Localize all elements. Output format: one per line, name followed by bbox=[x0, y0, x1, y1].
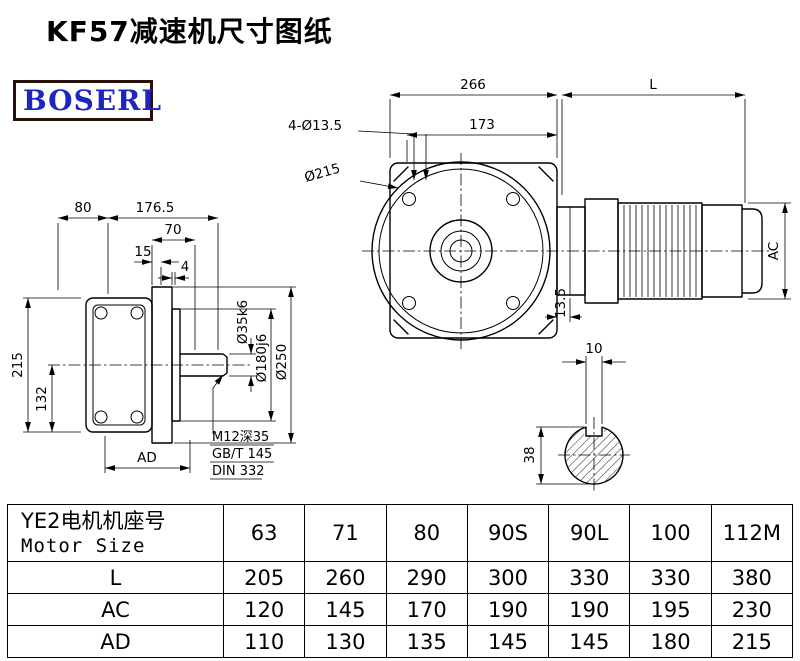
dim-value-cell: 300 bbox=[466, 561, 550, 594]
dim-value-cell: 215 bbox=[710, 625, 794, 658]
dim-value-cell: 180 bbox=[629, 625, 712, 658]
dim-value-cell: 290 bbox=[385, 561, 468, 594]
dim-value-cell: 130 bbox=[304, 625, 387, 658]
dim-value-cell: 145 bbox=[548, 625, 631, 658]
note-m12-label: M12深35 bbox=[212, 430, 269, 445]
table-row-L: L 205 260 290 300 330 330 380 bbox=[7, 561, 794, 594]
bolt-hole bbox=[130, 410, 144, 424]
dim-shaft-dia-label: Ø35k6 bbox=[235, 300, 251, 344]
size-header-cell: 63 bbox=[222, 504, 306, 562]
row-label-cell: AC bbox=[7, 593, 224, 626]
table-row-AC: AC 120 145 170 190 190 195 230 bbox=[7, 593, 794, 626]
dim-value-cell: 145 bbox=[304, 593, 387, 626]
dim-value-cell: 195 bbox=[629, 593, 712, 626]
motor-size-header-cell: YE2电机机座号 Motor Size bbox=[7, 504, 224, 562]
shaft-section-view: 10 38 bbox=[522, 341, 630, 492]
dim-value-cell: 330 bbox=[548, 561, 631, 594]
note-gb-label: GB/T 145 bbox=[212, 447, 272, 462]
dim-value-cell: 190 bbox=[466, 593, 550, 626]
motor-size-header-cn: YE2电机机座号 bbox=[21, 509, 166, 534]
side-view: 80 176.5 70 15 4 215 132 bbox=[10, 200, 296, 480]
front-view: 266 173 L AC 4-Ø13.5 Ø215 bbox=[288, 77, 791, 349]
size-header-cell: 90L bbox=[548, 504, 631, 562]
dim-value-cell: 170 bbox=[385, 593, 468, 626]
dim-13-5-label: 13.5 bbox=[553, 288, 569, 318]
dim-value-cell: 190 bbox=[548, 593, 631, 626]
motor-size-table: YE2电机机座号 Motor Size 63 71 80 90S 90L 100… bbox=[7, 504, 794, 658]
dim-value-cell: 330 bbox=[629, 561, 712, 594]
logo-box: BOSERL bbox=[13, 80, 161, 121]
table-row-AD: AD 110 130 135 145 145 180 215 bbox=[7, 625, 794, 658]
dim-value-cell: 110 bbox=[222, 625, 306, 658]
bolt-hole bbox=[506, 192, 520, 206]
dim-value-cell: 380 bbox=[710, 561, 794, 594]
row-label-cell: L bbox=[7, 561, 224, 594]
dim-266-label: 266 bbox=[460, 77, 486, 93]
dim-flange-dia-side-label: Ø250 bbox=[274, 344, 290, 380]
logo-text: BOSERL bbox=[23, 83, 163, 117]
page-title: KF57减速机尺寸图纸 bbox=[46, 15, 333, 48]
dim-spigot-dia-label: Ø180j6 bbox=[254, 334, 270, 383]
dim-value-cell: 230 bbox=[710, 593, 794, 626]
dim-215-label: 215 bbox=[10, 352, 26, 378]
bolt-hole bbox=[94, 306, 108, 320]
dim-value-cell: 120 bbox=[222, 593, 306, 626]
size-header-cell: 112M bbox=[710, 504, 794, 562]
size-header-cell: 100 bbox=[629, 504, 712, 562]
dim-AD-label: AD bbox=[137, 450, 157, 466]
technical-drawing: 266 173 L AC 4-Ø13.5 Ø215 bbox=[10, 77, 791, 492]
bolt-hole bbox=[94, 410, 108, 424]
note-din-label: DIN 332 bbox=[212, 464, 265, 479]
dim-70-label: 70 bbox=[164, 222, 181, 238]
dim-80-label: 80 bbox=[74, 200, 91, 216]
dim-173-label: 173 bbox=[469, 117, 495, 133]
dim-4-label: 4 bbox=[181, 259, 190, 275]
dim-38-label: 38 bbox=[522, 446, 538, 463]
dim-flange-dia-label: Ø215 bbox=[303, 160, 342, 185]
bolt-hole bbox=[506, 296, 520, 310]
table-header-row: YE2电机机座号 Motor Size 63 71 80 90S 90L 100… bbox=[7, 504, 794, 562]
size-header-cell: 90S bbox=[466, 504, 550, 562]
dim-bolt-holes-label: 4-Ø13.5 bbox=[288, 118, 342, 134]
size-header-cell: 80 bbox=[385, 504, 468, 562]
bolt-hole bbox=[402, 192, 416, 206]
dim-15-label: 15 bbox=[134, 244, 151, 260]
motor-size-header-en: Motor Size bbox=[21, 534, 146, 557]
dim-176-5-label: 176.5 bbox=[136, 200, 175, 216]
dim-AC-label: AC bbox=[766, 242, 782, 260]
bolt-hole bbox=[402, 296, 416, 310]
dim-value-cell: 205 bbox=[222, 561, 306, 594]
dim-L-label: L bbox=[649, 77, 657, 93]
dim-value-cell: 135 bbox=[385, 625, 468, 658]
dim-10-label: 10 bbox=[585, 341, 602, 357]
size-header-cell: 71 bbox=[304, 504, 387, 562]
dim-132-label: 132 bbox=[34, 386, 50, 412]
row-label-cell: AD bbox=[7, 625, 224, 658]
dim-value-cell: 260 bbox=[304, 561, 387, 594]
dim-value-cell: 145 bbox=[466, 625, 550, 658]
bolt-hole bbox=[130, 306, 144, 320]
